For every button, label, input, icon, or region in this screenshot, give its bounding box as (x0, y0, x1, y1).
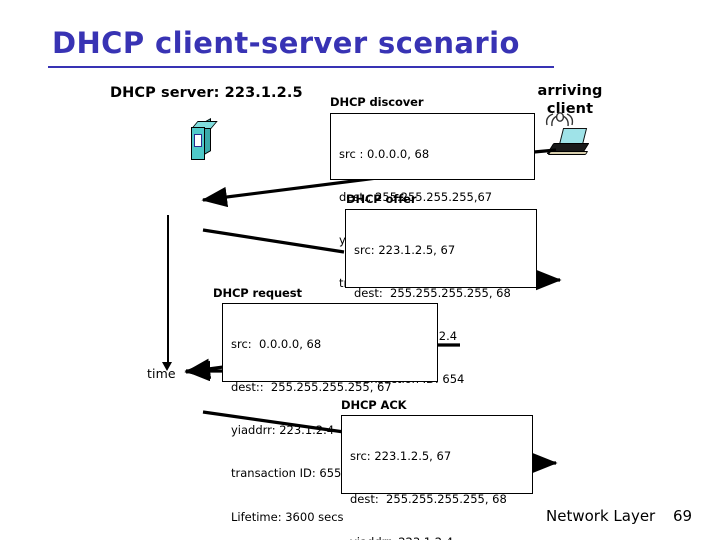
wireless-waves-icon (545, 112, 574, 127)
client-label: arriving client (531, 82, 609, 118)
packet-box-dhcp-offer: src: 223.1.2.5, 67 dest: 255.255.255.255… (345, 209, 537, 430)
packet-line: dest: 255.255.255.255, 68 (354, 286, 511, 301)
packet-line: src: 223.1.2.5, 67 (354, 242, 456, 257)
packet-line: src: 223.1.2.5, 67 (350, 448, 452, 463)
packet-line: dest.: 255.255.255.255,67 (339, 190, 493, 205)
arrow-dhcp-offer (202, 228, 345, 254)
client-label-line1: arriving (537, 83, 603, 99)
footer-page-number: 69 (673, 507, 693, 525)
server-label: DHCP server: 223.1.2.5 (110, 85, 303, 101)
laptop-base-edge (547, 151, 589, 155)
caption-dhcp-discover: DHCP discover (330, 95, 424, 109)
packet-line: src : 0.0.0.0, 68 (339, 146, 430, 161)
packet-line: src: 0.0.0.0, 68 (231, 336, 322, 351)
caption-dhcp-request: DHCP request (213, 286, 302, 300)
laptop-wireless-icon (545, 112, 593, 158)
packet-line: dest: 255.255.255.255, 68 (350, 492, 507, 507)
server-drive-panel (194, 134, 202, 147)
packet-box-dhcp-ack: src: 223.1.2.5, 67 dest: 255.255.255.255… (341, 415, 533, 540)
caption-dhcp-ack: DHCP ACK (341, 398, 407, 412)
time-axis-label: time (147, 366, 176, 381)
packet-line: Lifetime: 3600 secs (231, 509, 344, 524)
footer-label: Network Layer (546, 507, 656, 525)
packet-line: yiaddrr: 223.1.2.4 (350, 535, 532, 540)
packet-box-dhcp-discover: src : 0.0.0.0, 68 dest.: 255.255.255.255… (330, 113, 535, 290)
title-underline (48, 66, 554, 68)
packet-line: transaction ID: 655 (231, 466, 342, 481)
packet-line: dest:: 255.255.255.255, 67 (231, 380, 392, 395)
packet-box-dhcp-request: src: 0.0.0.0, 68 dest:: 255.255.255.255,… (222, 303, 438, 524)
time-axis-line (167, 215, 169, 365)
server-box-icon (191, 117, 218, 161)
packet-line: yiaddrr: 223.1.2.4 (231, 423, 335, 438)
page-title: DHCP client-server scenario (52, 26, 520, 60)
time-axis-arrowhead (162, 362, 172, 371)
caption-dhcp-offer: DHCP offer (346, 192, 417, 206)
